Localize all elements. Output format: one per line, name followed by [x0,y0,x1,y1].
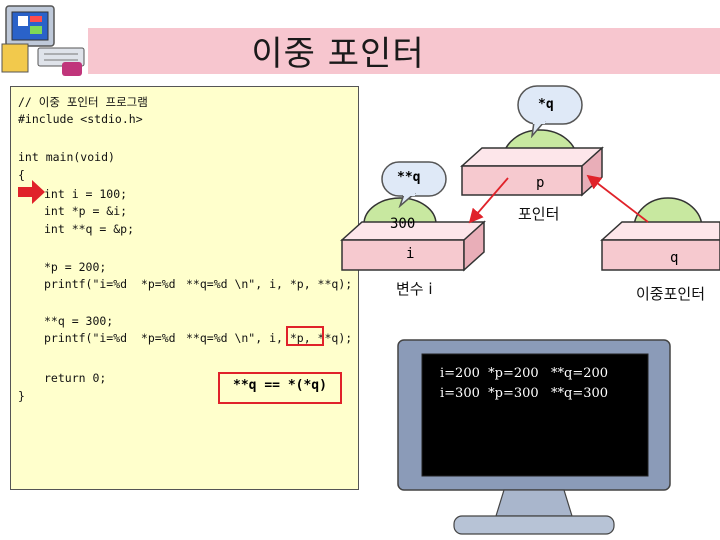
p-to-i-arrow [468,177,509,224]
note-box [218,372,342,404]
p-box-front [461,165,583,196]
code-line: int i = 100; [44,187,128,201]
code-line: printf("i=%d *p=%d [44,277,176,291]
i-box-side [463,220,485,272]
code-line: #include <stdio.h> [18,112,143,126]
output-line: i=200 *p=200 **q=200 [440,366,609,381]
variable-caption: 변수 i [396,280,433,298]
i-box-label: i [406,246,415,262]
code-line: return 0; [44,371,107,385]
star-q-bubble [517,85,583,138]
code-line: int **q = &p; [44,222,135,236]
q-box-label: q [670,250,679,266]
double-star-q-bubble [381,161,447,208]
pointer-diagram [340,129,720,272]
code-line: *p = 200; [44,260,107,274]
double-pointer-caption: 이중포인터 [636,285,706,303]
code-line: printf("i=%d *p=%d [44,331,176,345]
code-line: int *p = &i; [44,204,128,218]
note-text: **q == *(*q) [233,378,327,393]
i-box-value: 300 [390,216,416,232]
code-line: { [18,168,25,182]
p-box-top [460,147,604,167]
code-line: // 이중 포인터 프로그램 [18,95,148,109]
red-arrow-icon [18,180,45,204]
code-line: **q=%d \n", i, *p, **q); [186,277,353,291]
q-to-p-arrow [586,174,649,223]
p-box-label: p [536,175,545,191]
output-line: i=300 *p=300 **q=300 [440,386,609,401]
double-star-q-label: **q [397,170,421,185]
i-box-front [341,239,465,271]
computer-clipart-icon [1,5,85,76]
highlight-box [286,326,324,346]
title-band [88,28,720,74]
code-line: } [18,389,25,403]
code-panel [10,86,359,490]
code-line: **q=%d \n", i, *p, **q); [186,331,353,345]
q-box-top [600,221,720,241]
monitor-icon [397,339,671,535]
q-box-front [601,239,720,271]
code-line: int main(void) [18,150,115,164]
code-line: **q = 300; [44,314,114,328]
star-q-label: *q [538,97,554,112]
pointer-caption: 포인터 [518,205,560,223]
slide-title: 이중 포인터 [251,34,425,74]
